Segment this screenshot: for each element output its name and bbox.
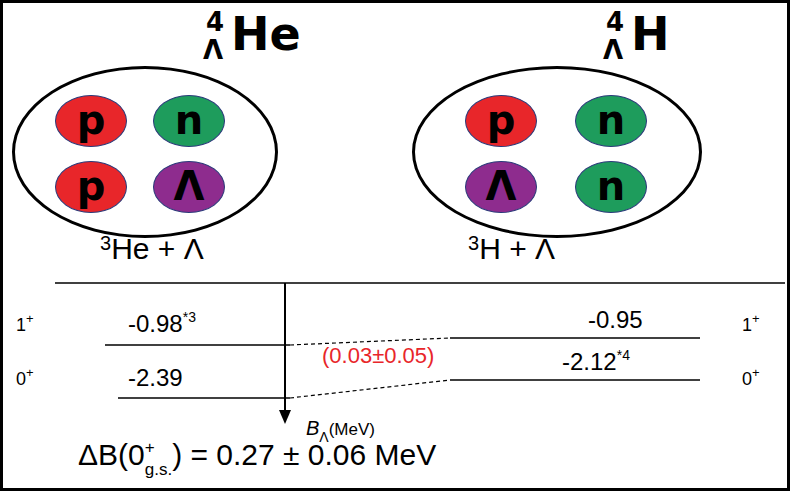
- mass-number: 4: [206, 9, 224, 35]
- level-line: [450, 379, 700, 381]
- result-note: g.s.: [145, 461, 172, 478]
- result-note: ) = 0.27 ± 0.06 MeV: [172, 440, 436, 470]
- channel-label: 3: [100, 233, 111, 253]
- result-note: +: [145, 439, 155, 456]
- hypernucleus-circle: 4ΛHepnpΛ: [12, 66, 278, 238]
- energy-difference: (0.03±0.05): [322, 345, 434, 367]
- result-note: ΔB(0+g.s.) = 0.27 ± 0.06 MeV: [78, 440, 436, 470]
- particle-ball: p: [465, 95, 537, 147]
- dashed-link: [290, 338, 450, 345]
- spin-parity: +: [26, 312, 34, 325]
- hyperon-index: Λ: [603, 37, 623, 63]
- dashed-link: [290, 380, 450, 398]
- channel-label: 3He + Λ: [100, 234, 204, 264]
- spin-parity: 1+: [16, 316, 34, 334]
- particle-ball: p: [55, 161, 127, 213]
- hypernucleus-circle: 4ΛHpnΛn: [412, 66, 702, 238]
- axis-label: (MeV): [329, 421, 375, 438]
- channel-label: H + Λ: [479, 234, 555, 264]
- binding-energy: -2.39: [128, 366, 183, 390]
- spin-parity: +: [26, 366, 34, 379]
- binding-energy: -0.95: [588, 308, 643, 332]
- spin-parity: +: [752, 312, 760, 325]
- spin-parity: +: [752, 366, 760, 379]
- result-note: ΔB(0: [78, 440, 145, 470]
- threshold-line: [55, 282, 785, 284]
- spin-parity: 0+: [742, 370, 760, 388]
- particle-symbol: n: [597, 166, 625, 206]
- level-line: [118, 397, 290, 399]
- particle-symbol: n: [597, 100, 625, 140]
- particle-symbol: Λ: [174, 166, 205, 206]
- particle-ball: n: [575, 161, 647, 213]
- binding-energy: *4: [617, 348, 630, 362]
- channel-label: He + Λ: [111, 234, 204, 264]
- spin-parity: 0+: [16, 370, 34, 388]
- spin-parity: 1+: [742, 316, 760, 334]
- spin-parity: 0: [742, 370, 752, 388]
- spin-parity: 1: [742, 316, 752, 334]
- level-line: [105, 344, 290, 346]
- spin-parity: 1: [16, 316, 26, 334]
- particle-ball: Λ: [153, 161, 225, 213]
- particle-symbol: n: [175, 100, 203, 140]
- binding-energy: -0.95: [588, 308, 643, 332]
- binding-energy: *3: [183, 310, 196, 324]
- mass-number: 4: [606, 9, 624, 35]
- binding-energy: -2.12*4: [562, 350, 630, 374]
- particle-ball: p: [55, 95, 127, 147]
- channel-label: 3H + Λ: [468, 234, 555, 264]
- particle-ball: n: [575, 95, 647, 147]
- particle-ball: n: [153, 95, 225, 147]
- particle-symbol: p: [77, 166, 106, 206]
- particle-symbol: p: [77, 100, 106, 140]
- hyperon-index: Λ: [203, 37, 223, 63]
- energy-difference: (0.03±0.05): [322, 345, 434, 367]
- binding-energy: -2.39: [128, 366, 183, 390]
- binding-energy: -0.98: [128, 312, 183, 336]
- spin-parity: 0: [16, 370, 26, 388]
- channel-label: 3: [468, 233, 479, 253]
- binding-energy: -2.12: [562, 350, 617, 374]
- axis-label: BΛ(MeV): [306, 418, 375, 438]
- arrow-head: [279, 410, 291, 424]
- level-line: [450, 337, 700, 339]
- element-symbol: He: [231, 11, 301, 57]
- particle-ball: Λ: [465, 161, 537, 213]
- axis-arrow: [284, 283, 286, 412]
- particle-symbol: Λ: [486, 166, 517, 206]
- axis-label: B: [306, 418, 319, 438]
- element-symbol: H: [631, 11, 670, 57]
- binding-energy: -0.98*3: [128, 312, 196, 336]
- particle-symbol: p: [487, 100, 516, 140]
